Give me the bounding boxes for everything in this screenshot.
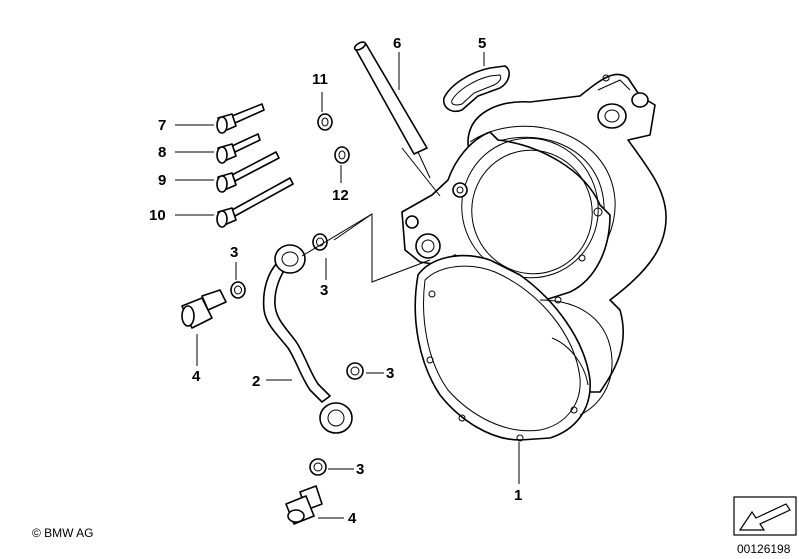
leader-lines [175,52,520,519]
bolt-10-part [216,177,294,228]
banjo-bolt-upper-part [181,289,227,329]
label-4a: 4 [192,368,201,385]
seal-ring-3c-part [346,362,364,380]
label-3d: 3 [356,461,364,478]
label-3c: 3 [386,365,394,382]
washer-11-part [317,113,333,131]
oil-line-part [262,244,353,434]
label-11: 11 [312,71,328,88]
bolt-9-part [216,151,280,193]
label-3b: 3 [320,282,328,299]
label-1: 1 [514,487,522,504]
label-10: 10 [149,207,166,224]
label-8: 8 [158,144,166,161]
label-7: 7 [158,117,166,134]
tube-part [353,41,431,179]
bolt-8-part [216,133,261,164]
label-2: 2 [252,373,260,390]
label-4b: 4 [348,510,357,527]
label-5: 5 [478,35,486,52]
assembly-lines [301,147,441,283]
label-6: 6 [393,35,401,52]
image-number: 00126198 [737,542,791,556]
seal-ring-3a-part [230,281,246,299]
arrow-nav-icon [733,496,797,536]
gasket-part [442,65,510,113]
copyright-text: © BMW AG [32,526,94,540]
seal-ring-3b-part [312,233,328,251]
washer-12-part [334,146,350,164]
label-12: 12 [332,187,349,204]
banjo-bolt-lower-part [285,485,323,525]
label-3a: 3 [230,244,238,261]
seal-ring-3d-part [309,458,327,476]
label-9: 9 [158,172,166,189]
housing-cover-part [401,73,667,442]
bolt-7-part [216,103,265,134]
